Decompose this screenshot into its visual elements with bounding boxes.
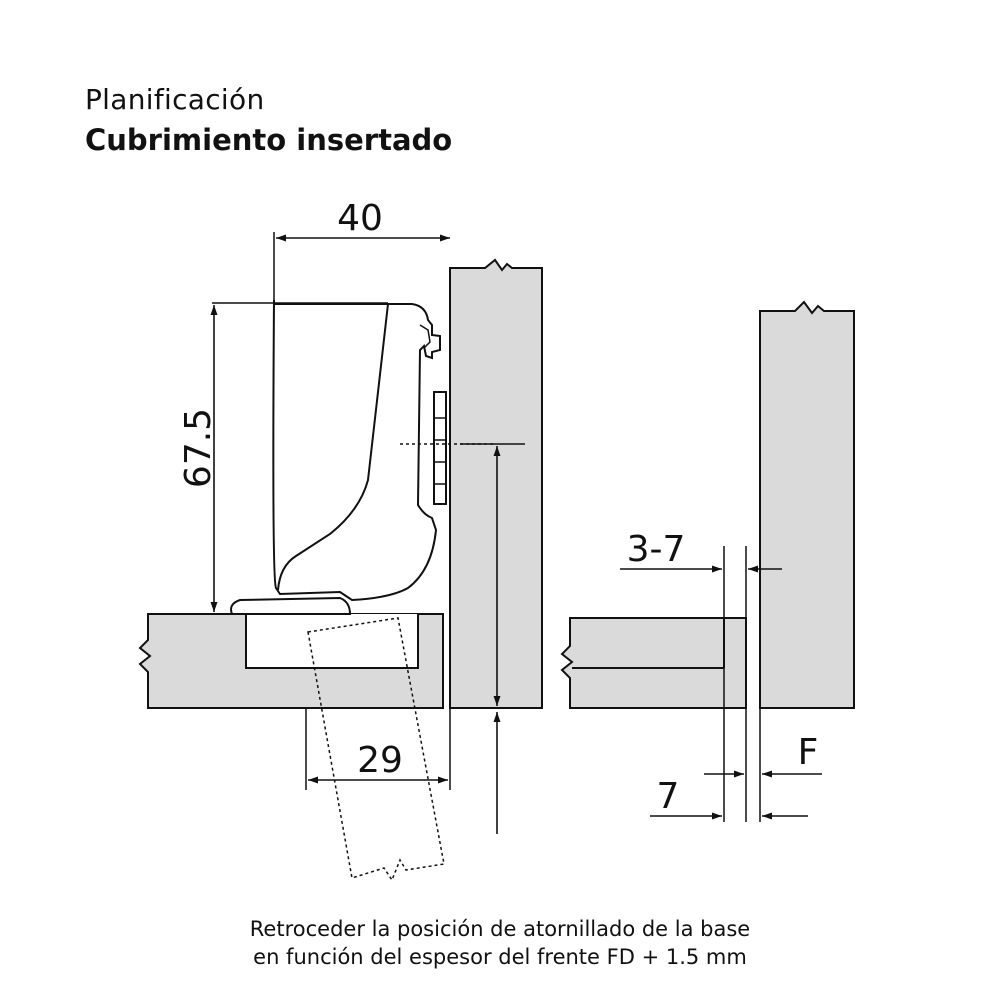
hinge-knuckle xyxy=(419,324,431,349)
dimension-7-label: 7 xyxy=(657,776,680,817)
dimension-40-label: 40 xyxy=(337,198,383,239)
cabinet-side-panel-left xyxy=(449,258,543,709)
cabinet-side-panel-right xyxy=(759,300,855,709)
footer-line-1: Retroceder la posición de atornillado de… xyxy=(249,917,751,941)
diagram-title: Planificación xyxy=(85,83,265,116)
hinge-arm-edge xyxy=(277,303,389,591)
footer-note: Retroceder la posición de atornillado de… xyxy=(0,915,1000,971)
mounting-plate xyxy=(433,391,447,505)
diagram-header: Planificación Cubrimiento insertado xyxy=(85,80,452,160)
hinge-arm-body xyxy=(272,299,441,602)
cup-bore xyxy=(245,614,419,669)
dimension-29-label: 29 xyxy=(357,740,403,781)
dimension-67-5-label: 67.5 xyxy=(178,408,219,488)
opened-door-outline xyxy=(307,617,445,882)
hinge-cup-flange xyxy=(230,596,352,615)
door-panel-right xyxy=(560,617,747,709)
footer-line-2: en función del espesor del frente FD + 1… xyxy=(253,945,747,969)
dimension-f-label: F xyxy=(798,732,819,773)
diagram-subtitle: Cubrimiento insertado xyxy=(85,123,453,157)
dimension-3-7-label: 3-7 xyxy=(627,529,686,570)
